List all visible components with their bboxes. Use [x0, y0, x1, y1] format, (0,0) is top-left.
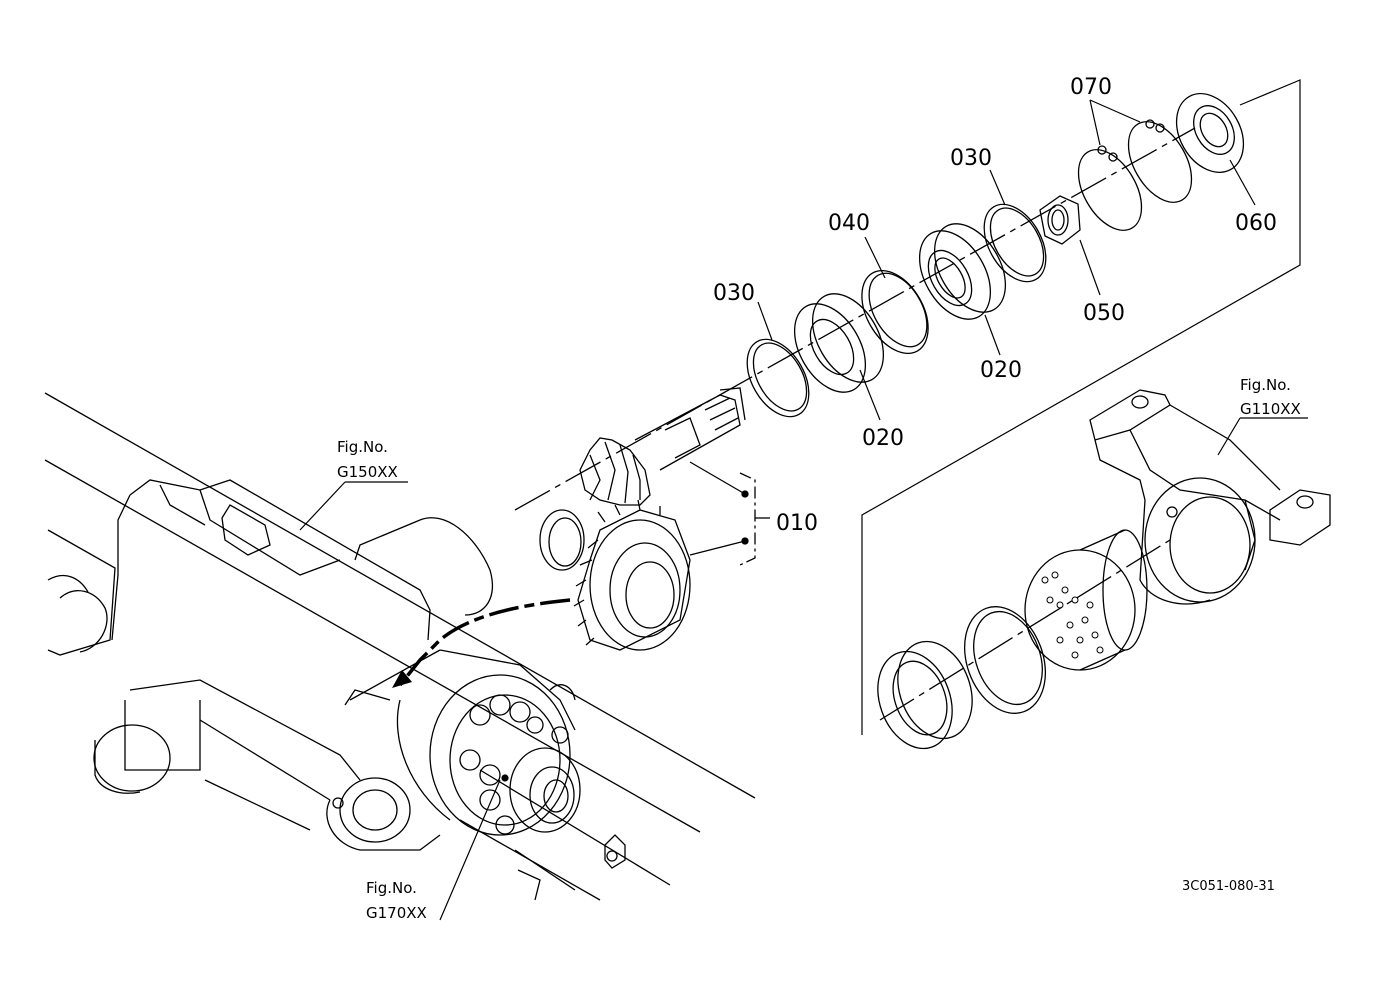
drawing-number: 3C051-080-31	[1182, 879, 1275, 894]
callout-040: 040	[828, 211, 870, 236]
callout-010: 010	[776, 511, 818, 536]
fig-ref-code: G150XX	[337, 463, 398, 481]
insertion-arrow	[392, 600, 570, 688]
support-bracket	[865, 390, 1330, 759]
fig-ref-code: G170XX	[366, 904, 427, 922]
figure-reference-g110: Fig.No. G110XX	[1240, 376, 1301, 418]
callout-030-upper: 030	[950, 146, 992, 171]
callout-050: 050	[1083, 301, 1125, 326]
callout-060: 060	[1235, 211, 1277, 236]
figure-reference-g150: Fig.No. G150XX	[337, 438, 398, 481]
callout-030-lower: 030	[713, 281, 755, 306]
shaft-parts	[515, 82, 1257, 510]
bevel-gear-set	[540, 388, 745, 650]
fig-ref-caption: Fig.No.	[366, 879, 417, 897]
hub-assembly	[430, 675, 625, 868]
callout-020-lower: 020	[862, 426, 904, 451]
callout-070: 070	[1070, 75, 1112, 100]
fig-ref-caption: Fig.No.	[1240, 376, 1291, 394]
axle-housing	[45, 393, 755, 900]
callout-010-bracket	[690, 462, 770, 565]
fig-ref-code: G110XX	[1240, 400, 1301, 418]
callout-labels: 030 020 040 020 030 050 070 060 010	[713, 75, 1277, 536]
leader-lines	[300, 100, 1308, 920]
fig-ref-caption: Fig.No.	[337, 438, 388, 456]
callout-020-upper: 020	[980, 358, 1022, 383]
group-frame	[862, 80, 1300, 735]
figure-reference-g170: Fig.No. G170XX	[366, 879, 427, 922]
